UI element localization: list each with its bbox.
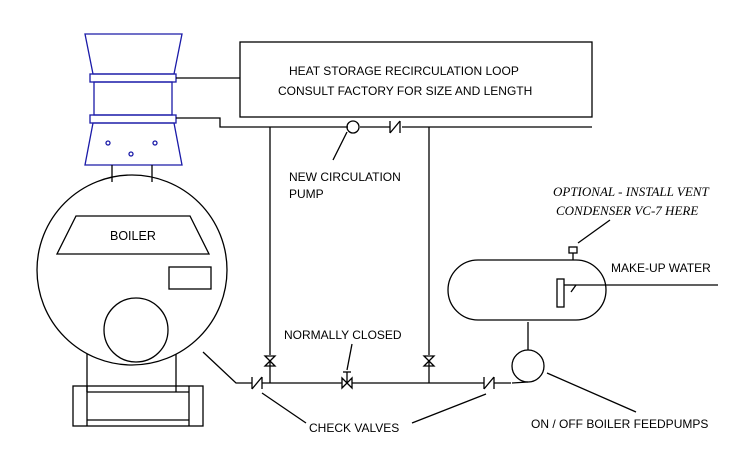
vent-stub	[568, 246, 578, 254]
float-valve	[556, 278, 565, 308]
vent-condenser-line2: CONDENSER VC-7 HERE	[556, 203, 698, 218]
recirculation-loop-box	[239, 41, 593, 118]
check-valves-label: CHECK VALVES	[309, 421, 399, 435]
boiler-panel	[168, 266, 212, 290]
check-valve-left	[251, 376, 263, 390]
feedpump-symbol	[511, 349, 545, 383]
boiler-vessel	[36, 174, 228, 427]
boiler-label: BOILER	[110, 229, 156, 243]
check-valve-right	[483, 376, 495, 390]
makeup-water-label: MAKE-UP WATER	[611, 261, 711, 275]
circulation-pump-line1: NEW CIRCULATION	[289, 170, 401, 184]
boiler-burner-door	[103, 297, 169, 363]
feedpumps-label: ON / OFF BOILER FEEDPUMPS	[531, 417, 708, 431]
normally-closed-label: NORMALLY CLOSED	[284, 328, 402, 342]
makeup-tank	[447, 259, 607, 321]
vent-condenser-line1: OPTIONAL - INSTALL VENT	[553, 184, 709, 199]
loop-box-line2: CONSULT FACTORY FOR SIZE AND LENGTH	[278, 84, 532, 98]
circulation-pump-symbol	[346, 120, 360, 134]
drop-valve-right	[422, 355, 436, 383]
stack-economizer	[84, 33, 183, 166]
loop-check-valve	[389, 120, 401, 134]
boiler-name-plate	[55, 215, 211, 255]
circulation-pump-line2: PUMP	[289, 187, 324, 201]
normally-closed-valve	[341, 371, 353, 390]
boiler-skid	[72, 385, 204, 427]
loop-box-line1: HEAT STORAGE RECIRCULATION LOOP	[289, 64, 519, 78]
drop-valve-left	[263, 355, 277, 383]
